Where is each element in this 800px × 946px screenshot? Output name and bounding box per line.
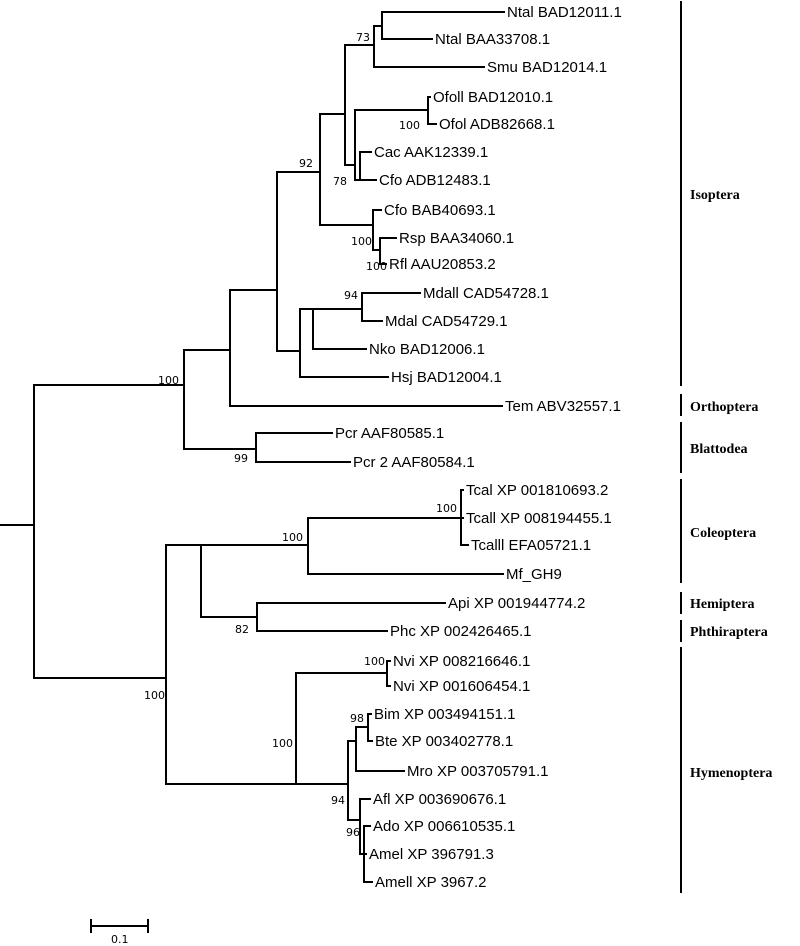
order-label-hemiptera: Hemiptera xyxy=(690,597,755,612)
leaf-label: Pcr 2 AAF80584.1 xyxy=(353,454,475,471)
leaf-label: Nko BAD12006.1 xyxy=(369,341,485,358)
leaf-label: Mro XP 003705791.1 xyxy=(407,763,549,780)
bootstrap-value: 100 xyxy=(351,235,372,248)
leaf-label: Hsj BAD12004.1 xyxy=(391,369,502,386)
leaf-label: Mf_GH9 xyxy=(506,566,562,583)
bootstrap-value: 94 xyxy=(344,289,358,302)
bootstrap-value: 100 xyxy=(144,689,165,702)
bootstrap-value: 98 xyxy=(350,712,364,725)
bootstrap-value: 100 xyxy=(366,260,387,273)
leaf-label: Amel XP 396791.3 xyxy=(369,846,494,863)
leaf-label: Tem ABV32557.1 xyxy=(505,398,621,415)
bootstrap-value: 100 xyxy=(436,502,457,515)
leaf-label: Phc XP 002426465.1 xyxy=(390,623,532,640)
bootstrap-value: 92 xyxy=(299,157,313,170)
leaf-label: Rsp BAA34060.1 xyxy=(399,230,514,247)
leaf-labels: Ntal BAD12011.1 Ntal BAA33708.1 Smu BAD1… xyxy=(335,4,622,891)
bootstrap-value: 99 xyxy=(234,452,248,465)
order-labels: Isoptera Orthoptera Blattodea Coleoptera… xyxy=(690,188,772,781)
leaf-label: Ntal BAA33708.1 xyxy=(435,31,550,48)
leaf-label: Tcall XP 008194455.1 xyxy=(466,510,612,527)
bootstrap-value: 100 xyxy=(399,119,420,132)
bootstrap-value: 96 xyxy=(346,826,360,839)
leaf-label: Smu BAD12014.1 xyxy=(487,59,607,76)
leaf-label: Bte XP 003402778.1 xyxy=(375,733,513,750)
order-label-coleoptera: Coleoptera xyxy=(690,526,756,541)
leaf-label: Cac AAK12339.1 xyxy=(374,144,488,161)
bootstrap-value: 100 xyxy=(282,531,303,544)
leaf-label: Afl XP 003690676.1 xyxy=(373,791,506,808)
leaf-label: Cfo ADB12483.1 xyxy=(379,172,491,189)
leaf-label: Pcr AAF80585.1 xyxy=(335,425,444,442)
bootstrap-value: 100 xyxy=(364,655,385,668)
bootstrap-values: 73 100 92 78 100 100 94 100 99 100 100 8… xyxy=(144,31,457,839)
order-label-hymenoptera: Hymenoptera xyxy=(690,766,772,781)
leaf-label: Mdal CAD54729.1 xyxy=(385,313,508,330)
leaf-label: Api XP 001944774.2 xyxy=(448,595,585,612)
leaf-label: Tcalll EFA05721.1 xyxy=(471,537,591,554)
leaf-label: Bim XP 003494151.1 xyxy=(374,706,516,723)
leaf-label: Mdall CAD54728.1 xyxy=(423,285,549,302)
scale-bar-label: 0.1 xyxy=(111,933,129,946)
bootstrap-value: 82 xyxy=(235,623,249,636)
leaf-label: Nvi XP 001606454.1 xyxy=(393,678,530,695)
scale-bar: 0.1 xyxy=(90,919,149,946)
leaf-label: Ofoll BAD12010.1 xyxy=(433,89,553,106)
bootstrap-value: 78 xyxy=(333,175,347,188)
tree-branches xyxy=(0,11,505,883)
leaf-label: Cfo BAB40693.1 xyxy=(384,202,496,219)
leaf-label: Ado XP 006610535.1 xyxy=(373,818,515,835)
bootstrap-value: 94 xyxy=(331,794,345,807)
leaf-label: Rfl AAU20853.2 xyxy=(389,256,496,273)
leaf-label: Ofol ADB82668.1 xyxy=(439,116,555,133)
leaf-label: Tcal XP 001810693.2 xyxy=(466,482,608,499)
bootstrap-value: 100 xyxy=(272,737,293,750)
bootstrap-value: 73 xyxy=(356,31,370,44)
order-label-isoptera: Isoptera xyxy=(690,188,740,203)
bootstrap-value: 100 xyxy=(158,374,179,387)
leaf-label: Amell XP 3967.2 xyxy=(375,874,486,891)
order-label-orthoptera: Orthoptera xyxy=(690,400,758,415)
leaf-label: Nvi XP 008216646.1 xyxy=(393,653,530,670)
leaf-label: Ntal BAD12011.1 xyxy=(507,4,622,21)
order-label-blattodea: Blattodea xyxy=(690,442,748,457)
order-label-phthiraptera: Phthiraptera xyxy=(690,625,768,640)
